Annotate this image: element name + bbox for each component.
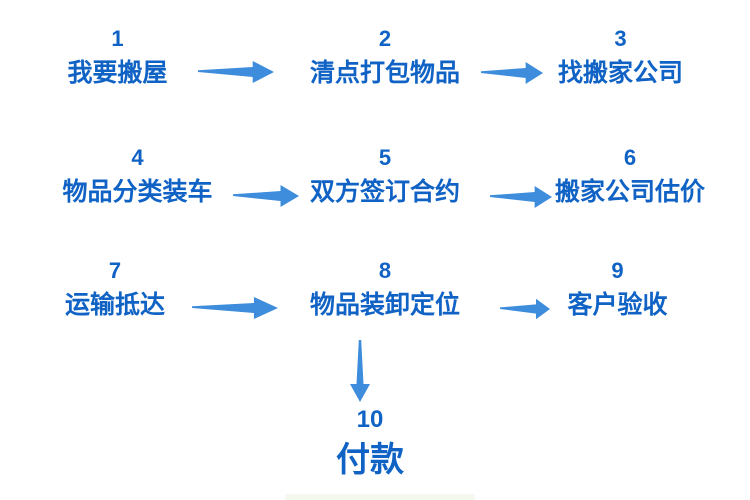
arrow-right-icon [490, 182, 552, 212]
step-4-number: 4 [131, 145, 144, 170]
step-6-label: 搬家公司估价 [554, 178, 705, 206]
step-10: 10 付款 [300, 406, 440, 480]
step-7-number: 7 [108, 258, 122, 283]
step-1-number: 1 [111, 26, 124, 51]
step-2-label: 清点打包物品 [309, 59, 460, 87]
step-3: 3 找搬家公司 [548, 26, 693, 88]
arrow-right-icon [192, 293, 278, 323]
step-8: 8 物品装卸定位 [300, 258, 470, 320]
step-3-label: 找搬家公司 [557, 59, 683, 87]
step-2: 2 清点打包物品 [300, 26, 470, 88]
step-9: 9 客户验收 [550, 258, 685, 320]
step-5: 5 双方签订合约 [300, 145, 470, 207]
step-9-label: 客户验收 [567, 291, 668, 319]
step-7-label: 运输抵达 [64, 291, 165, 319]
arrow-down-icon [347, 340, 373, 402]
step-9-number: 9 [611, 258, 624, 283]
arrow-right-icon [233, 181, 299, 211]
step-6: 6 搬家公司估价 [545, 145, 715, 207]
step-4-label: 物品分类装车 [62, 178, 213, 206]
arrow-right-icon [481, 58, 543, 88]
step-8-number: 8 [378, 258, 392, 283]
step-10-number: 10 [356, 406, 384, 433]
step-5-label: 双方签订合约 [309, 178, 460, 206]
step-1: 1 我要搬屋 [40, 26, 195, 88]
bottom-cutoff-artifact [285, 494, 475, 500]
arrow-right-icon [198, 57, 274, 87]
step-10-label: 付款 [336, 441, 404, 479]
step-8-label: 物品装卸定位 [309, 291, 460, 319]
step-3-number: 3 [614, 26, 627, 51]
step-7: 7 运输抵达 [40, 258, 190, 320]
step-1-label: 我要搬屋 [67, 59, 168, 87]
step-2-number: 2 [378, 26, 392, 51]
step-4: 4 物品分类装车 [45, 145, 230, 207]
arrow-right-icon [500, 295, 550, 323]
step-5-number: 5 [378, 145, 392, 170]
step-6-number: 6 [623, 145, 637, 170]
